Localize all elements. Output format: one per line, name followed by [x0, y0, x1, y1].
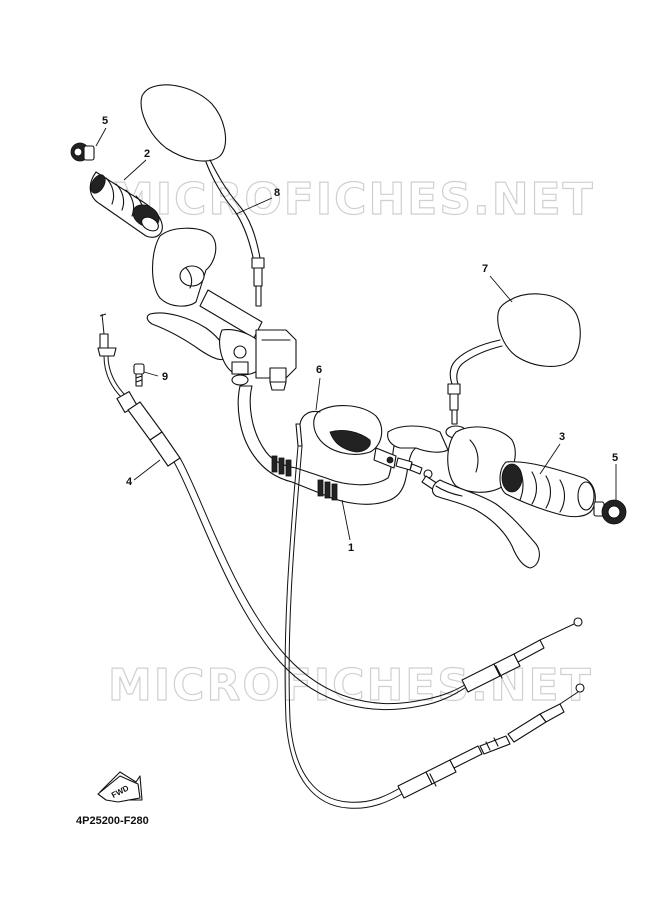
- left-mirror: [140, 84, 265, 307]
- watermark-top: MICROFICHES.NET: [110, 174, 595, 225]
- svg-text:5: 5: [102, 115, 108, 127]
- bolt-9: [133, 363, 145, 387]
- left-cable-4: [97, 313, 583, 711]
- callout-2: 2: [123, 148, 150, 181]
- left-lever-assembly: [146, 227, 297, 391]
- handlebar-knurl-left: [271, 455, 292, 477]
- svg-text:1: 1: [348, 542, 354, 554]
- svg-text:2: 2: [144, 148, 150, 160]
- diagram-code: 4P25200-F280: [76, 815, 149, 827]
- callout-8: 8: [235, 187, 280, 215]
- right-mirror: [445, 293, 581, 439]
- svg-text:7: 7: [482, 263, 488, 275]
- callout-1: 1: [341, 499, 354, 554]
- throttle-cable-6: [284, 423, 585, 809]
- left-grip-end-cap: [70, 142, 95, 162]
- callout-5-left: 5: [95, 115, 108, 147]
- callout-3: 3: [539, 431, 565, 475]
- callout-9: 9: [143, 371, 168, 383]
- callout-6: 6: [315, 364, 322, 411]
- right-handle-grip: [499, 461, 596, 518]
- svg-text:8: 8: [274, 187, 280, 199]
- svg-text:6: 6: [316, 364, 322, 376]
- svg-text:9: 9: [162, 371, 168, 383]
- svg-text:5: 5: [612, 452, 618, 464]
- callout-4: 4: [126, 459, 161, 488]
- watermark-bottom: MICROFICHES.NET: [108, 660, 593, 711]
- right-grip-end-cap: [593, 499, 627, 525]
- handlebar-knurl-right: [317, 479, 338, 501]
- svg-text:4: 4: [126, 476, 133, 488]
- left-handle-grip: [89, 171, 163, 238]
- right-lever-assembly: [387, 425, 540, 569]
- callout-5-right: 5: [612, 452, 618, 500]
- callout-7: 7: [482, 263, 513, 303]
- svg-text:3: 3: [559, 431, 565, 443]
- fwd-arrow-badge: FWD: [97, 771, 143, 803]
